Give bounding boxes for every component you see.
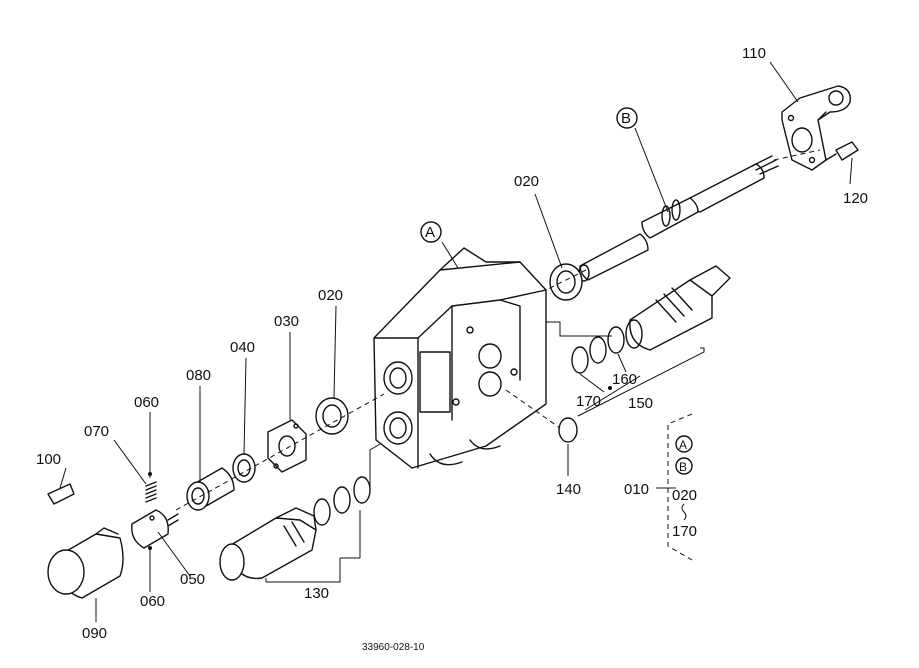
label-060-upper: 060 bbox=[134, 394, 159, 411]
plug-130 bbox=[219, 507, 317, 581]
label-140: 140 bbox=[556, 481, 581, 498]
seal-020-lower bbox=[315, 397, 349, 435]
orings-130 bbox=[313, 476, 371, 526]
label-060-lower: 060 bbox=[140, 593, 165, 610]
bracket-110 bbox=[781, 85, 851, 171]
label-050: 050 bbox=[180, 571, 205, 588]
label-090: 090 bbox=[82, 625, 107, 642]
valve-body-a bbox=[373, 247, 547, 469]
label-b: B bbox=[621, 110, 631, 127]
kit-label-a: A bbox=[679, 438, 687, 452]
label-a: A bbox=[425, 224, 435, 241]
label-kit-010: 010 bbox=[624, 481, 649, 498]
kit-wave bbox=[681, 503, 687, 521]
kit-label-b: B bbox=[679, 460, 687, 474]
assembly-axes bbox=[175, 149, 821, 511]
label-080: 080 bbox=[186, 367, 211, 384]
label-030: 030 bbox=[274, 313, 299, 330]
plate-030 bbox=[267, 419, 307, 473]
sleeve-080 bbox=[186, 467, 235, 511]
spring-070 bbox=[145, 481, 157, 503]
label-120: 120 bbox=[843, 190, 868, 207]
label-130: 130 bbox=[304, 585, 329, 602]
label-100: 100 bbox=[36, 451, 61, 468]
label-040: 040 bbox=[230, 339, 255, 356]
label-020-lower: 020 bbox=[318, 287, 343, 304]
bolt-120 bbox=[825, 141, 859, 161]
circle-b bbox=[616, 107, 638, 129]
spool-b bbox=[578, 155, 779, 282]
orings-160-170 bbox=[571, 326, 625, 374]
kit-circle-a bbox=[675, 435, 693, 453]
label-110: 110 bbox=[742, 45, 766, 62]
kit-label-020: 020 bbox=[672, 487, 697, 504]
leader-lines bbox=[59, 61, 853, 622]
bolt-100 bbox=[47, 483, 75, 505]
seal-020-upper bbox=[549, 263, 583, 301]
drawing-number: 33960-028-10 bbox=[362, 642, 425, 653]
kit-bracket bbox=[656, 413, 693, 561]
circle-a bbox=[420, 221, 442, 243]
label-070: 070 bbox=[84, 423, 109, 440]
kit-label-170: 170 bbox=[672, 523, 697, 540]
label-170: 170 bbox=[576, 393, 601, 410]
kit-circle-b bbox=[675, 457, 693, 475]
label-020-upper: 020 bbox=[514, 173, 539, 190]
detent-050 bbox=[131, 509, 179, 549]
label-160: 160 bbox=[612, 371, 637, 388]
cap-090 bbox=[47, 527, 124, 599]
plug-150 bbox=[625, 265, 731, 351]
washer-040 bbox=[232, 453, 256, 483]
oring-140 bbox=[558, 417, 578, 443]
label-150: 150 bbox=[628, 395, 653, 412]
